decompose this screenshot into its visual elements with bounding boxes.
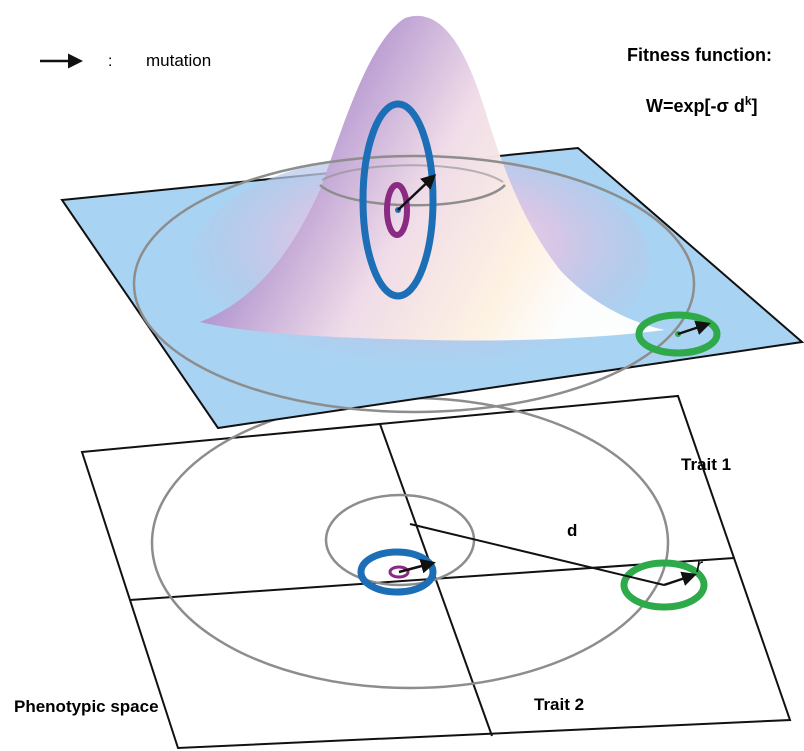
trait1-label: Trait 1 [681, 455, 731, 474]
lower-mutation-arrow-center [398, 558, 436, 574]
legend-separator: : [108, 53, 112, 70]
lower-mutation-arrow-green [663, 571, 697, 587]
peak-contour-ring-back [321, 164, 504, 183]
fitness-formula-sup: k [745, 94, 752, 108]
fitness-surface [60, 15, 804, 430]
distance-label: d [567, 521, 577, 540]
upper-green-ellipse [635, 311, 721, 357]
upper-purple-ellipse [384, 182, 410, 238]
legend: : mutation [40, 51, 211, 70]
upper-mutation-arrow-center [397, 173, 437, 211]
lower-green-ellipse [620, 559, 708, 611]
legend-label: mutation [146, 51, 211, 70]
fitness-formula-main: W=exp[-σ d [646, 96, 745, 116]
trait2-label: Trait 2 [534, 695, 584, 714]
lower-purple-ellipse [388, 565, 410, 579]
upper-mutation-arrow-green [677, 320, 711, 336]
phenotypic-space-plane [80, 394, 792, 750]
upper-blue-ellipse [359, 100, 437, 300]
fitness-formula-end: ] [752, 96, 758, 116]
fitness-function-title: Fitness function: [627, 45, 772, 65]
fitness-formula: W=exp[-σ dk] [646, 94, 758, 116]
peak-contour-ring [319, 184, 506, 207]
distance-line [409, 523, 665, 586]
radius-label: r [696, 556, 703, 577]
phenotypic-space-label: Phenotypic space [14, 697, 159, 716]
surface-outer-circle [132, 154, 696, 414]
